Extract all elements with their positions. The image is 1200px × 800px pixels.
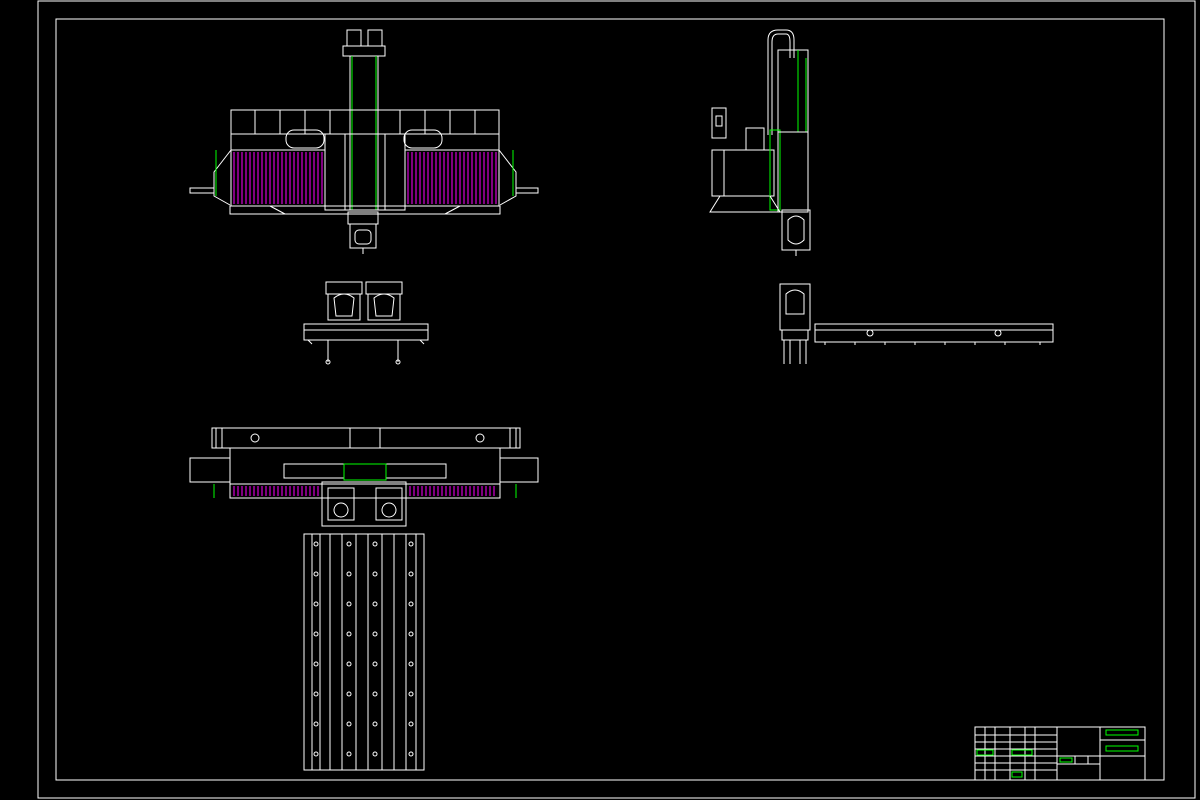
sheet-inner-border — [55, 18, 1165, 781]
plan-view — [189, 427, 539, 771]
side-view — [709, 29, 811, 256]
front-detail-view — [303, 281, 429, 365]
side-detail-view — [779, 283, 1054, 364]
front-view — [189, 29, 539, 254]
sheet-outer-border — [37, 0, 1196, 799]
title-block — [974, 726, 1146, 781]
